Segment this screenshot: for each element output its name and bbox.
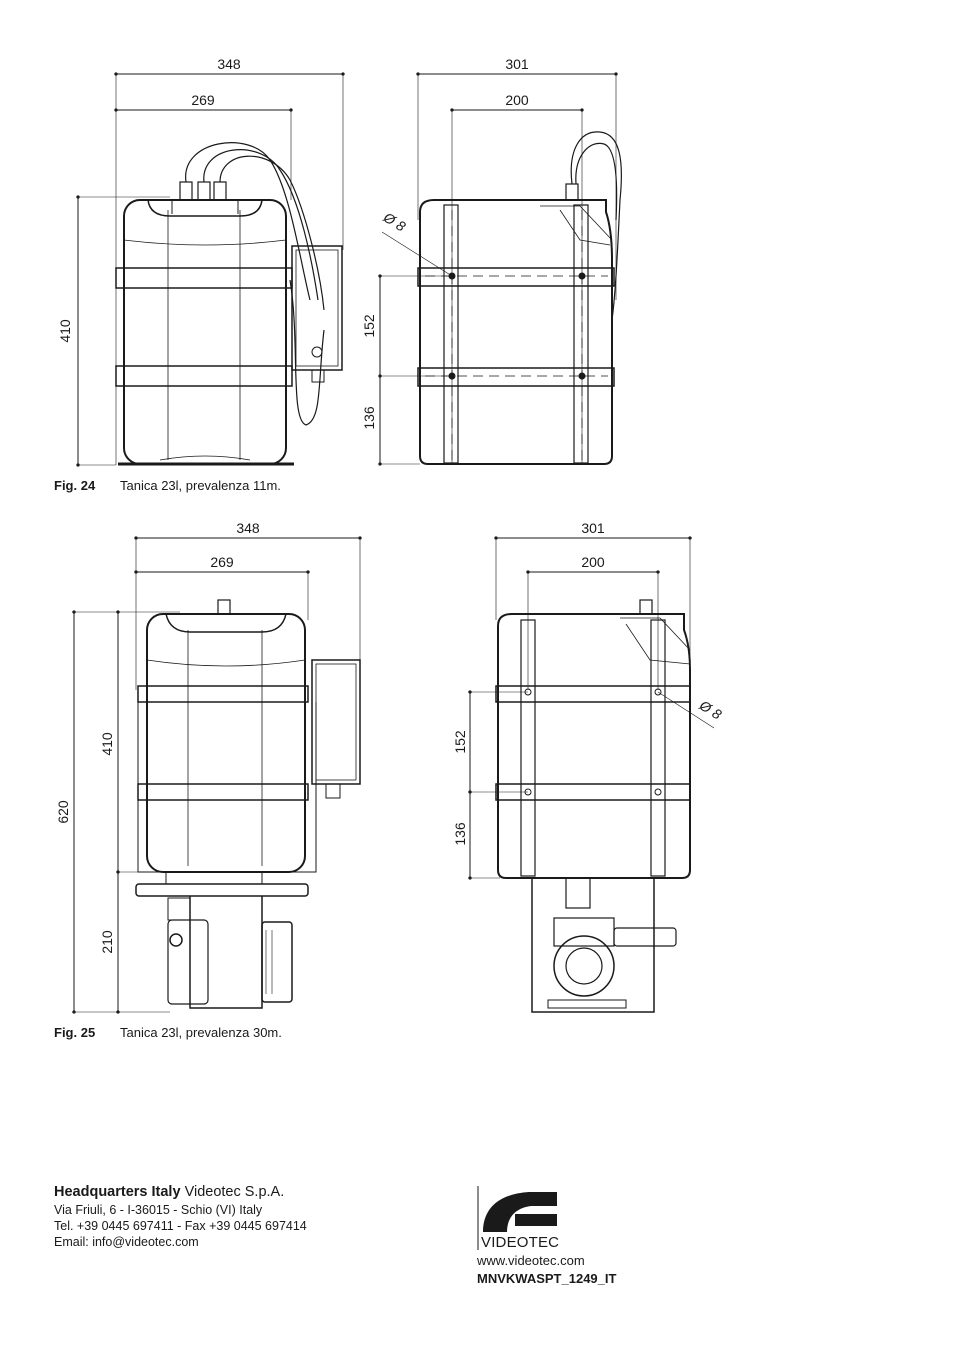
dim-136: 136 [361,406,377,430]
dim-410: 410 [99,732,115,756]
phone: Tel. +39 0445 697411 - Fax +39 0445 6974… [54,1219,307,1233]
dim-301: 301 [581,520,605,536]
hq-line: Headquarters Italy Videotec S.p.A. [54,1184,307,1200]
dim-269: 269 [191,92,215,108]
figure-number: Fig. 24 [54,478,96,493]
dim-620: 620 [55,800,71,824]
dim-152: 152 [452,730,468,754]
hq-label: Headquarters Italy [54,1184,181,1200]
address: Via Friuli, 6 - I-36015 - Schio (VI) Ita… [54,1203,263,1217]
fig25-front-view [72,536,362,1014]
website-link[interactable]: www.videotec.com [477,1253,585,1268]
figure-caption: Fig. 25 Tanica 23l, prevalenza 30m. [54,1025,282,1040]
dim-348: 348 [236,520,260,536]
hole-label: Ø 8 [380,208,409,234]
dim-136: 136 [452,822,468,846]
hole-label: Ø 8 [696,696,725,722]
logo-wordmark: VIDEOTEC [481,1234,559,1250]
company-name: Videotec S.p.A. [184,1184,285,1200]
figure-caption-text: Tanica 23l, prevalenza 11m. [120,478,281,493]
figure-number: Fig. 25 [54,1025,96,1040]
dim-269: 269 [210,554,234,570]
videotec-logo-icon: VIDEOTEC [477,1186,559,1250]
fig24-side-view [378,72,622,466]
dim-410: 410 [57,319,73,343]
fig25-side-view [468,536,715,1013]
fig24-front-view [76,72,345,467]
dim-152: 152 [361,314,377,338]
dim-210: 210 [99,930,115,954]
email: Email: info@videotec.com [54,1235,199,1249]
dim-301: 301 [505,56,529,72]
dim-348: 348 [217,56,241,72]
footer-brand: VIDEOTEC www.videotec.com MNVKWASPT_1249… [477,1186,616,1288]
footer-contacts: Headquarters Italy Videotec S.p.A. Via F… [54,1184,307,1250]
figure-caption-text: Tanica 23l, prevalenza 30m. [120,1025,282,1040]
document-code: MNVKWASPT_1249_IT [477,1271,617,1286]
figure-caption: Fig. 24 Tanica 23l, prevalenza 11m. [54,478,281,493]
dim-200: 200 [581,554,605,570]
dim-200: 200 [505,92,529,108]
